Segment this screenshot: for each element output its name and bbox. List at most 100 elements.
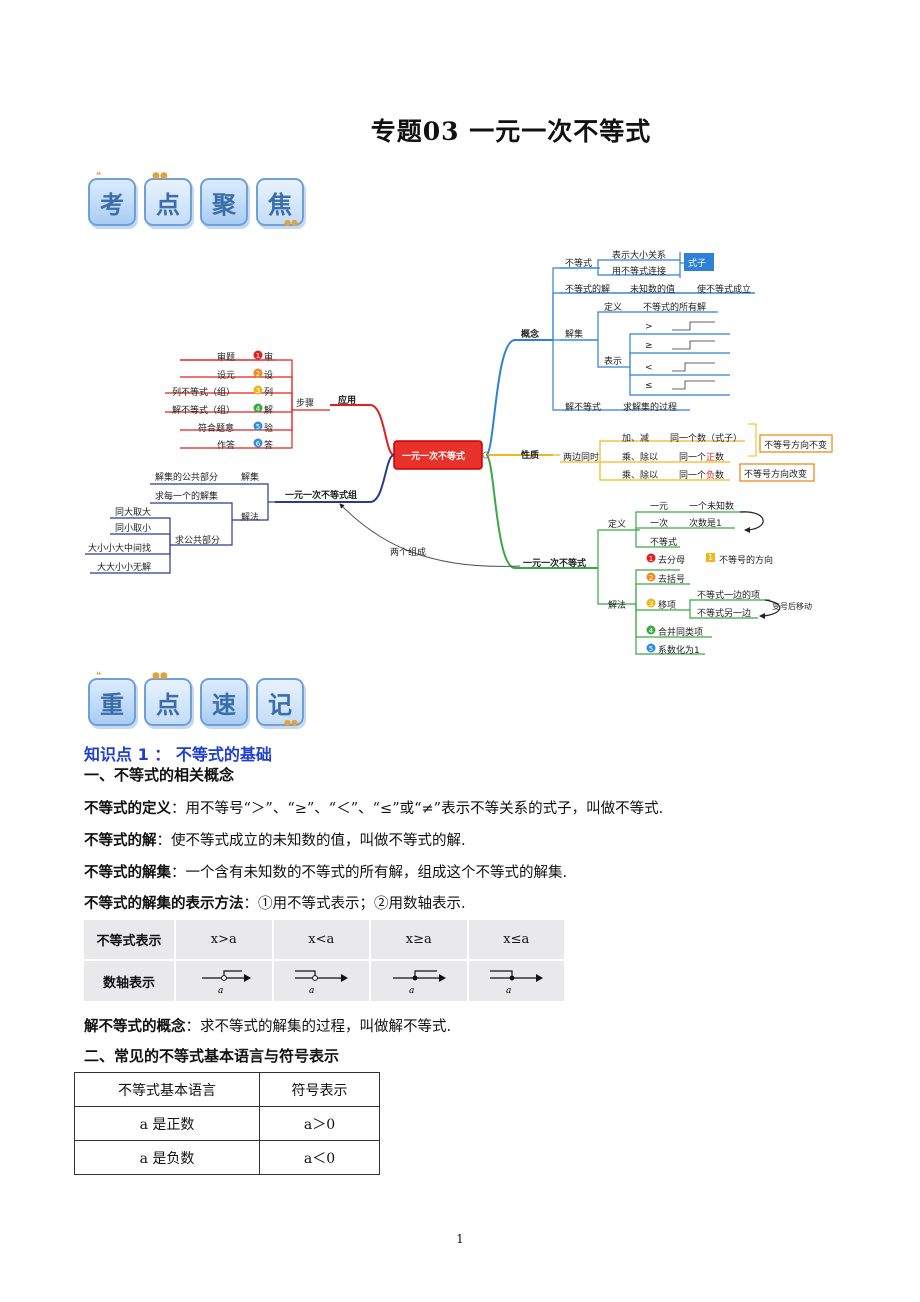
solution-label: 不等式的解 bbox=[84, 833, 157, 849]
table-cell: a＜0 bbox=[259, 1140, 380, 1175]
number-line-lt-icon: a bbox=[295, 970, 349, 996]
mm-qiugonggong: 求公共部分 bbox=[175, 536, 221, 546]
step-number-dot bbox=[253, 368, 263, 378]
mm-step-3-short: 列 bbox=[264, 388, 274, 398]
mm-jieji: 解集 bbox=[565, 330, 584, 340]
number-line-gt-icon: a bbox=[201, 970, 251, 996]
table-cell: a 是负数 bbox=[74, 1140, 260, 1175]
number-line-le-label: a bbox=[506, 986, 511, 996]
mm-rule-3: 大小小大中间找 bbox=[88, 544, 152, 554]
solution-set-text: ：一个含有未知数的不等式的所有解，组成这个不等式的解集. bbox=[171, 865, 568, 881]
mm-fangxiang-gaibian: 不等号方向改变 bbox=[744, 470, 808, 480]
solve-label: 解不等式的概念 bbox=[84, 1019, 186, 1035]
mm-shizi: 式子 bbox=[688, 259, 707, 269]
number-line-le: a bbox=[467, 960, 566, 1003]
method-step-number: 5 bbox=[649, 645, 653, 653]
mm-gainian: 概念 bbox=[521, 330, 540, 340]
method-step-dot bbox=[646, 553, 656, 563]
mm-sign-le: ≤ bbox=[645, 381, 653, 391]
mm-yiyuan-title: 一元一次不等式 bbox=[523, 559, 587, 569]
mm-fangxiang-bubian: 不等号方向不变 bbox=[764, 441, 828, 451]
representation-label: 不等式的解集的表示方法 bbox=[84, 896, 244, 912]
mm-rule-1: 同大取大 bbox=[115, 508, 152, 518]
number-line-ge-label: a bbox=[409, 986, 414, 996]
banner-char: 记●● bbox=[256, 678, 304, 727]
mm-center: 一元一次不等式 bbox=[402, 452, 466, 462]
mm-chengchu1: 乘、除以 bbox=[622, 453, 659, 463]
definition-paragraph: 不等式的定义：用不等号“＞”、“≥”、“＜”、“≤”或“≠”表示不等关系的式子，… bbox=[84, 797, 663, 818]
mm-yici: 一次 bbox=[650, 519, 669, 529]
mm-chengchu2: 乘、除以 bbox=[622, 471, 659, 481]
mm-budengshi2: 不等式 bbox=[650, 538, 678, 548]
mm-qiumeige: 求每一个的解集 bbox=[155, 492, 219, 502]
mm-step-6: 作答 bbox=[217, 441, 236, 451]
mm-buzhou: 步骤 bbox=[296, 399, 315, 409]
mm-note-fangxiang: 不等号的方向 bbox=[719, 556, 774, 566]
mm-biaoshi: 表示 bbox=[604, 357, 623, 367]
mm-yong-lianjie: 用不等式连接 bbox=[612, 267, 667, 277]
step-number-dot bbox=[253, 403, 263, 413]
solution-text: ：使不等式成立的未知数的值，叫做不等式的解. bbox=[156, 833, 466, 849]
sub-heading-2: 二、常见的不等式基本语言与符号表示 bbox=[84, 1047, 340, 1065]
method-step-number: 1 bbox=[649, 555, 653, 563]
mm-weizhi: 未知数的值 bbox=[630, 285, 676, 295]
number-line-ge-icon: a bbox=[392, 970, 446, 996]
mm-bianhaoyidong: 变号后移动 bbox=[772, 602, 812, 611]
number-line-lt: a bbox=[272, 960, 371, 1003]
method-step-dot bbox=[646, 598, 656, 608]
mm-step-4-short: 解 bbox=[264, 406, 274, 416]
banner-char: ●●点 bbox=[144, 671, 192, 726]
mm-budengshi: 不等式 bbox=[565, 259, 593, 269]
representation-paragraph: 不等式的解集的表示方法：①用不等式表示；②用数轴表示. bbox=[84, 892, 466, 913]
number-line-gt: a bbox=[175, 960, 274, 1003]
cell-x-gt-a: x>a bbox=[175, 920, 274, 961]
mm-zu-jiefa: 解法 bbox=[241, 513, 260, 523]
solve-paragraph: 解不等式的概念：求不等式的解集的过程，叫做解不等式. bbox=[84, 1015, 451, 1036]
mm-mstep-3: 移项 bbox=[658, 601, 677, 611]
representation-text: ：①用不等式表示；②用数轴表示. bbox=[243, 896, 466, 912]
row-head-inequality: 不等式表示 bbox=[84, 920, 176, 961]
sub-heading-1: 一、不等式的相关概念 bbox=[84, 766, 235, 784]
mm-step-1-short: 审 bbox=[264, 353, 274, 363]
step-number-dot bbox=[253, 350, 263, 360]
page-title: 专题03 一元一次不等式 bbox=[370, 117, 652, 146]
mm-zheng-line: 同一个正数 bbox=[679, 453, 725, 463]
mm-biaoshi-daxiao: 表示大小关系 bbox=[612, 251, 667, 261]
symbol-table: 不等式基本语言 符号表示 a 是正数 a＞0 a 是负数 a＜0 bbox=[74, 1072, 380, 1175]
number-line-gt-label: a bbox=[218, 986, 223, 996]
mm-qiujieji: 求解集的过程 bbox=[623, 403, 678, 413]
symbol-table-header: 符号表示 bbox=[259, 1072, 380, 1107]
mm-zu-jieji: 解集 bbox=[241, 473, 260, 483]
step-number-label: 3 bbox=[256, 387, 260, 395]
mm-mstep-5: 系数化为1 bbox=[658, 646, 700, 656]
kp1-heading: 知识点 1 ： 不等式的基础 bbox=[84, 745, 272, 764]
definition-text: ：用不等号“＞”、“≥”、“＜”、“≤”或“≠”表示不等关系的式子，叫做不等式. bbox=[171, 801, 664, 817]
mm-tongyigeshu: 同一个数（式子） bbox=[670, 434, 743, 444]
mm-lianggezucheng: 两个组成 bbox=[390, 548, 427, 558]
method-step-number: 2 bbox=[649, 574, 653, 582]
solution-set-paragraph: 不等式的解集：一个含有未知数的不等式的所有解，组成这个不等式的解集. bbox=[84, 861, 567, 882]
row-head-number-line: 数轴表示 bbox=[84, 960, 176, 1003]
mm-step-3: 列不等式（组） bbox=[172, 388, 236, 398]
step-number-dot bbox=[253, 438, 263, 448]
banner-char: ❝考 bbox=[88, 171, 136, 226]
mm-sign-lt: < bbox=[645, 363, 653, 373]
table-row: a 是正数 a＞0 bbox=[74, 1106, 380, 1141]
mm-liangbian: 两边同时 bbox=[563, 453, 600, 463]
step-number-dot bbox=[253, 385, 263, 395]
mm-jiajian: 加、减 bbox=[622, 434, 650, 444]
solution-set-label: 不等式的解集 bbox=[84, 865, 171, 881]
solution-paragraph: 不等式的解：使不等式成立的未知数的值，叫做不等式的解. bbox=[84, 829, 466, 850]
symbol-table-header: 不等式基本语言 bbox=[74, 1072, 260, 1107]
mm-yibian: 不等式一边的项 bbox=[697, 591, 761, 601]
cell-x-ge-a: x≥a bbox=[370, 920, 469, 961]
mm-cishushi1: 次数是1 bbox=[689, 519, 722, 529]
step-number-label: 6 bbox=[256, 440, 261, 448]
banner-char: ●●点 bbox=[144, 171, 192, 226]
number-line-le-icon: a bbox=[490, 970, 544, 996]
mm-jiebudengshi: 解不等式 bbox=[565, 403, 602, 413]
mm-step-2-short: 设 bbox=[264, 371, 274, 381]
cell-x-le-a: x≤a bbox=[467, 920, 566, 961]
mm-yingyong: 应用 bbox=[338, 396, 357, 406]
method-step-dot bbox=[646, 572, 656, 582]
